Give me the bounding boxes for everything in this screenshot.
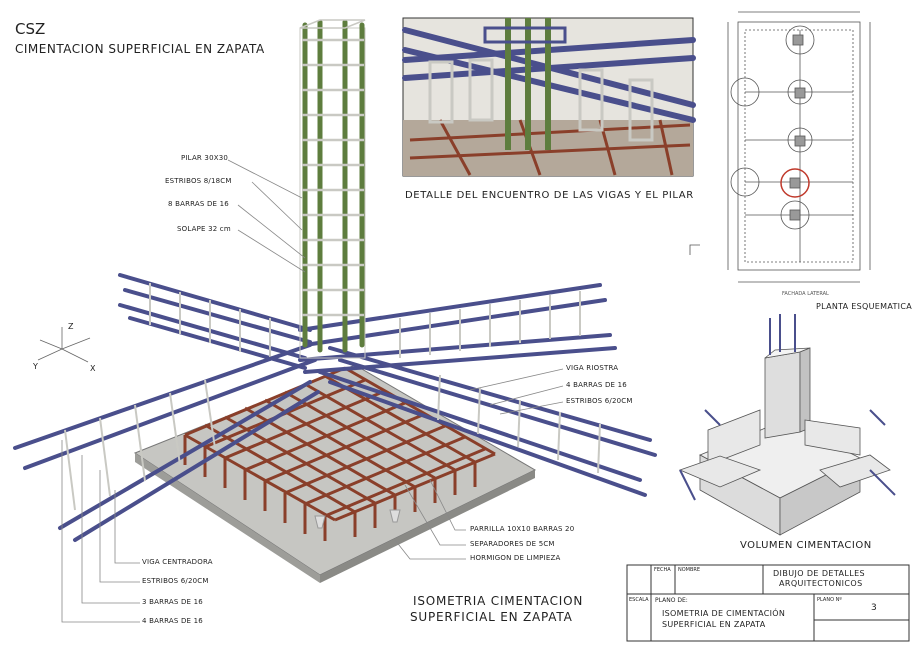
callout-hormigon: HORMIGON DE LIMPIEZA	[470, 554, 561, 562]
title-block-drawing-title-1: ISOMETRIA DE CIMENTACIÓN	[662, 609, 786, 618]
tie-beam-front-right-bars	[318, 346, 657, 497]
detail-column-bars	[505, 18, 551, 150]
drawing-code: CSZ	[15, 20, 46, 38]
title-block-drawing-type-2: ARQUITECTONICOS	[779, 579, 863, 588]
title-block-nombre: NOMBRE	[678, 567, 701, 573]
column-stirrups	[302, 38, 364, 317]
volume-footing	[678, 347, 891, 536]
title-block-sheet-number: 3	[871, 603, 877, 613]
column-cage	[299, 19, 366, 359]
axes-gizmo	[37, 327, 91, 363]
callout-estribos-pilar: ESTRIBOS 8/18CM	[165, 177, 232, 185]
title-block-drawing-type-1: DIBUJO DE DETALLES	[773, 569, 866, 578]
spacers	[314, 509, 401, 529]
callout-estribos-riostra: ESTRIBOS 6/20CM	[566, 397, 633, 405]
axis-y-label: Y	[33, 362, 38, 371]
callout-4-barras: 4 BARRAS DE 16	[142, 617, 203, 625]
detail-stirrups	[428, 58, 654, 142]
callout-viga-riostra: VIGA RIOSTRA	[566, 364, 619, 372]
callout-barras-riostra: 4 BARRAS DE 16	[566, 381, 627, 389]
tie-beam-front-right-stirrups	[437, 374, 601, 474]
callout-viga-centradora: VIGA CENTRADORA	[142, 558, 213, 566]
schematic-plan	[689, 11, 871, 283]
centering-leaders	[61, 440, 140, 623]
iso-caption-line-1: ISOMETRIA CIMENTACION	[413, 594, 584, 608]
iso-caption-line-2: SUPERFICIAL EN ZAPATA	[410, 610, 573, 624]
footing-slab-front	[135, 453, 320, 583]
callout-pilar: PILAR 30X30	[181, 154, 229, 162]
title-block-fecha: FECHA	[654, 567, 671, 573]
title-block-plano-no: PLANO Nº	[817, 597, 842, 603]
callout-estribos-centradora: ESTRIBOS 6/20CM	[142, 577, 209, 585]
title-block-frame	[626, 564, 910, 642]
volume-caption: VOLUMEN CIMENTACION	[740, 540, 872, 551]
volume-rebar-stubs	[679, 314, 896, 501]
tie-beam-back-left-bars	[118, 273, 312, 370]
tie-beam-back-right-stirrups	[399, 291, 581, 358]
centering-beam-bars	[13, 343, 320, 542]
callout-3-barras: 3 BARRAS DE 16	[142, 598, 203, 606]
plan-caption: PLANTA ESQUEMATICA	[816, 302, 913, 311]
axis-z-label: Z	[68, 322, 74, 331]
title-block-plano-de: PLANO DE:	[655, 597, 688, 604]
centering-beam-stirrups	[64, 379, 216, 511]
footing-rebar-grid	[184, 366, 496, 522]
footing-leaders	[394, 479, 466, 560]
title-block-drawing-title-2: SUPERFICIAL EN ZAPATA	[662, 620, 766, 629]
tie-beam-leaders	[469, 368, 564, 415]
column-longitudinal-bars	[302, 19, 365, 353]
callout-parrilla: PARRILLA 10X10 BARRAS 20	[470, 525, 575, 533]
plan-subcaption: FACHADA LATERAL	[782, 291, 829, 297]
detail-inset	[402, 17, 696, 177]
footing-slab-side	[320, 470, 535, 583]
callout-separadores: SEPARADORES DE 5CM	[470, 540, 555, 548]
callout-solape: SOLAPE 32 cm	[177, 225, 231, 233]
tie-beam-back-left-stirrups	[149, 283, 271, 361]
drawing-title: CIMENTACION SUPERFICIAL EN ZAPATA	[15, 42, 265, 56]
axis-x-label: X	[90, 364, 96, 373]
callout-barras-pilar: 8 BARRAS DE 16	[168, 200, 229, 208]
detail-caption: DETALLE DEL ENCUENTRO DE LAS VIGAS Y EL …	[405, 190, 694, 201]
title-block-escala: ESCALA	[629, 597, 649, 603]
column-leaders	[227, 159, 306, 273]
